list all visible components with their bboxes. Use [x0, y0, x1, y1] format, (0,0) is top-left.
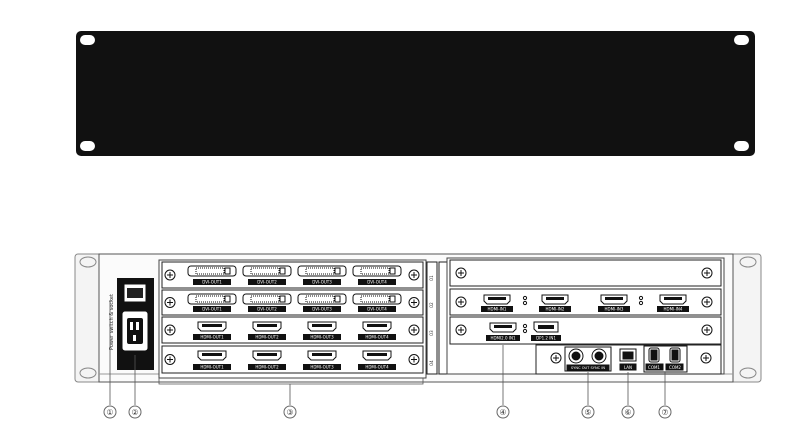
dvi-output-port[interactable] — [187, 265, 237, 277]
slot-tag-label: O1 — [429, 275, 434, 281]
dvi-output-label: DVI-OUT1 — [202, 307, 222, 312]
dvi-output-port[interactable] — [242, 265, 292, 277]
hdmi-input-label: HDMI-IN2 — [546, 307, 565, 312]
screw-icon — [164, 297, 176, 308]
screw-icon — [408, 269, 420, 281]
dvi-output-port[interactable] — [297, 293, 347, 305]
dvi-output-port[interactable] — [352, 293, 402, 305]
hdmi-output-label: HDMI-OUT2 — [255, 335, 279, 340]
callout-number: ④ — [499, 408, 506, 417]
hdmi-input-port[interactable] — [600, 294, 628, 305]
callout-number: ② — [131, 408, 138, 417]
hdmi-input-label: HDMI-IN1 — [488, 307, 507, 312]
dvi-output-port[interactable] — [352, 265, 402, 277]
screw-icon — [455, 324, 467, 336]
callout-marker: ② — [128, 405, 142, 419]
hdmi-output-port[interactable] — [307, 321, 337, 332]
hdmi-output-port[interactable] — [252, 321, 282, 332]
front-mount-hole-top-left — [80, 35, 95, 45]
callout-marker: ① — [103, 405, 117, 419]
screw-icon — [164, 354, 176, 365]
hdmi-input-port[interactable] — [659, 294, 687, 305]
hdmi-output-port[interactable] — [307, 350, 337, 361]
front-mount-hole-top-right — [734, 35, 749, 45]
hdmi-output-label: HDMI-OUT4 — [365, 335, 389, 340]
dvi-output-port[interactable] — [187, 293, 237, 305]
power-module: Power switch & socket — [109, 278, 154, 370]
callout-marker: ⑤ — [581, 405, 595, 419]
screw-icon — [701, 267, 713, 279]
callout-marker: ④ — [496, 405, 510, 419]
callout-marker: ⑦ — [658, 405, 672, 419]
dvi-output-label: DVI-OUT1 — [202, 280, 222, 285]
callout-number: ⑦ — [661, 408, 668, 417]
dp-input-label: DP1.2 IN1 — [536, 336, 556, 341]
hdmi-output-port[interactable] — [197, 321, 227, 332]
hdmi2-input-label: HDMI2.0 IN1 — [490, 336, 516, 341]
callout-marker: ⑥ — [621, 405, 635, 419]
slot-tag-label: O2 — [429, 302, 434, 308]
hdmi-input-label: HDMI-IN3 — [605, 307, 624, 312]
screw-icon — [455, 267, 467, 279]
hdmi-output-label: HDMI-OUT1 — [200, 365, 224, 370]
com1-label: COM1 — [648, 365, 660, 370]
hdmi-output-label: HDMI-OUT4 — [365, 365, 389, 370]
dvi-output-label: DVI-OUT3 — [312, 280, 332, 285]
front-mount-hole-bottom-left — [80, 141, 95, 151]
power-switch-label: Power switch & socket — [109, 294, 115, 350]
slot-tag-label: O3 — [429, 330, 434, 336]
dvi-output-port[interactable] — [242, 293, 292, 305]
callout-number: ⑥ — [624, 408, 631, 417]
screw-icon — [701, 296, 713, 308]
lan-label: LAN — [624, 365, 632, 370]
dp-input-port[interactable] — [533, 321, 559, 333]
input-ports: HDMI-IN1 HDMI-IN2 HDMI-IN3 HDMI-IN4HDMI2.0 … — [455, 267, 713, 341]
com2-label: COM2 — [669, 365, 681, 370]
dvi-output-port[interactable] — [297, 265, 347, 277]
screw-icon — [164, 269, 176, 281]
dvi-output-label: DVI-OUT2 — [257, 307, 277, 312]
screw-icon — [701, 324, 713, 336]
callouts: ① ② ③ ④ ⑤ ⑥ ⑦ — [103, 300, 672, 419]
input-card-blank — [449, 259, 722, 287]
dvi-output-label: DVI-OUT4 — [367, 280, 387, 285]
led-icon — [638, 295, 644, 306]
callout-number: ③ — [286, 408, 293, 417]
hdmi-output-label: HDMI-OUT2 — [255, 365, 279, 370]
control-ports: SYNC OUT SYNC IN LAN COM1 COM2 — [550, 345, 712, 373]
front-mount-hole-bottom-right — [734, 141, 749, 151]
dvi-output-label: DVI-OUT4 — [367, 307, 387, 312]
screw-icon — [455, 296, 467, 308]
screw-icon — [408, 354, 420, 365]
hdmi-output-port[interactable] — [362, 350, 392, 361]
hdmi-input-label: HDMI-IN4 — [664, 307, 683, 312]
led-icon — [522, 323, 528, 334]
screw-icon — [408, 297, 420, 308]
dvi-output-label: DVI-OUT2 — [257, 280, 277, 285]
hdmi-input-port[interactable] — [541, 294, 569, 305]
hdmi-output-port[interactable] — [362, 321, 392, 332]
slot-tag-label: O4 — [429, 360, 434, 366]
hdmi-output-label: HDMI-OUT1 — [200, 335, 224, 340]
hdmi-output-label: HDMI-OUT3 — [310, 335, 334, 340]
dvi-output-label: DVI-OUT3 — [312, 307, 332, 312]
hdmi2-input-port[interactable] — [489, 322, 517, 333]
hdmi-output-port[interactable] — [197, 350, 227, 361]
screw-icon — [408, 324, 420, 336]
screw-icon — [164, 324, 176, 336]
led-icon — [522, 295, 528, 306]
callout-marker: ③ — [283, 405, 297, 419]
hdmi-input-port[interactable] — [483, 294, 511, 305]
hdmi-output-port[interactable] — [252, 350, 282, 361]
front-panel — [76, 31, 755, 156]
callout-number: ⑤ — [584, 408, 591, 417]
sync-label: SYNC OUT SYNC IN — [571, 366, 605, 370]
callout-number: ① — [106, 408, 113, 417]
hdmi-output-label: HDMI-OUT3 — [310, 365, 334, 370]
